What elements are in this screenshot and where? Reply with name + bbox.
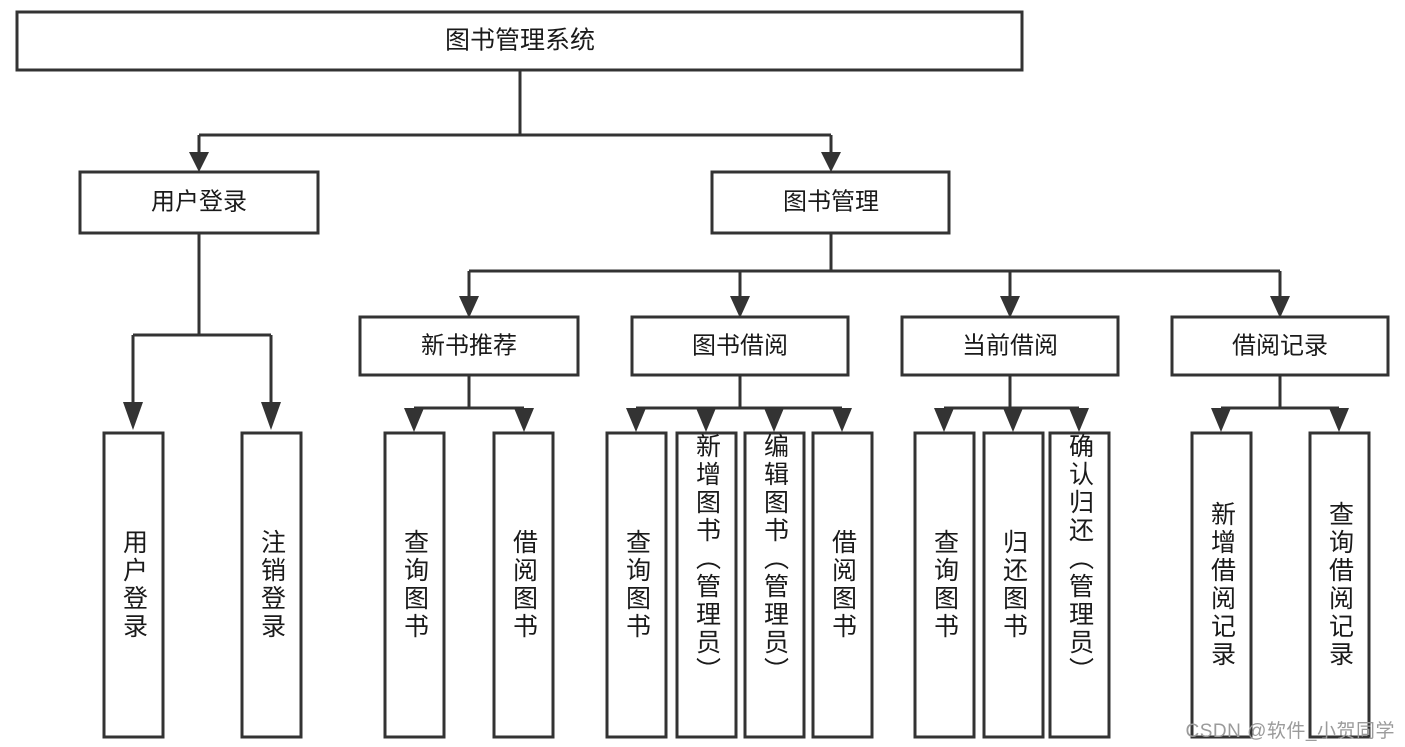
arrowhead-to-newbook	[459, 296, 479, 318]
node-leaf-box-10[interactable]	[982, 431, 1045, 739]
arrowhead-to-current	[1000, 296, 1020, 318]
csdn-watermark: CSDN @软件_小贺同学	[1185, 721, 1395, 742]
arrowhead-leaf-12	[1211, 408, 1231, 432]
arrowhead-leaf-13	[1329, 408, 1349, 432]
node-user-login-label: 用户登录	[151, 188, 247, 215]
node-book-management-label: 图书管理	[783, 188, 879, 215]
arrowhead-leaf-2	[261, 402, 281, 430]
arrowhead-leaf-5	[626, 408, 646, 432]
node-leaf-box-1[interactable]	[102, 431, 165, 739]
node-leaf-box-12[interactable]	[1190, 431, 1253, 739]
node-root-box[interactable]	[15, 10, 1024, 72]
arrowhead-leaf-1	[123, 402, 143, 430]
node-borrow-record-label: 借阅记录	[1232, 332, 1328, 359]
node-new-book-recommend-label: 新书推荐	[421, 332, 517, 359]
arrowhead-leaf-3	[404, 408, 424, 432]
arrowhead-leaf-10	[1003, 408, 1023, 432]
node-borrow-record-box[interactable]	[1170, 315, 1390, 377]
arrowhead-leaf-4	[514, 408, 534, 432]
nodes-layer: 图书管理系统 用户登录 图书管理 新书推荐 图书借阅 当前借阅 借阅记录	[15, 10, 1390, 739]
arrowhead-leaf-9	[934, 408, 954, 432]
arrowhead-to-record	[1270, 296, 1290, 318]
node-book-borrow-box[interactable]	[630, 315, 850, 377]
node-current-borrow-box[interactable]	[900, 315, 1120, 377]
arrowhead-leaf-6	[696, 408, 716, 432]
node-book-management-box[interactable]	[710, 170, 951, 235]
connectors-layer	[123, 70, 1349, 432]
arrowhead-to-bookmgmt	[821, 152, 841, 172]
node-leaf-box-2[interactable]	[240, 431, 303, 739]
node-leaf-box-13[interactable]	[1308, 431, 1371, 739]
node-leaf-box-9[interactable]	[913, 431, 976, 739]
node-leaf-box-11[interactable]	[1048, 431, 1111, 739]
arrowhead-to-borrow	[730, 296, 750, 318]
node-book-borrow-label: 图书借阅	[692, 332, 788, 359]
node-user-login-box[interactable]	[78, 170, 320, 235]
node-leaf-box-6[interactable]	[675, 431, 738, 739]
arrowhead-to-login	[189, 152, 209, 172]
arrowhead-leaf-8	[832, 408, 852, 432]
node-leaf-box-4[interactable]	[492, 431, 555, 739]
node-leaf-box-7[interactable]	[743, 431, 806, 739]
arrowhead-leaf-11	[1069, 408, 1089, 432]
node-leaf-box-5[interactable]	[605, 431, 668, 739]
node-leaf-box-8[interactable]	[811, 431, 874, 739]
node-leaf-box-3[interactable]	[383, 431, 446, 739]
node-root-label: 图书管理系统	[445, 27, 595, 55]
arrowhead-leaf-7	[764, 408, 784, 432]
node-new-book-recommend-box[interactable]	[358, 315, 580, 377]
node-current-borrow-label: 当前借阅	[962, 332, 1058, 359]
